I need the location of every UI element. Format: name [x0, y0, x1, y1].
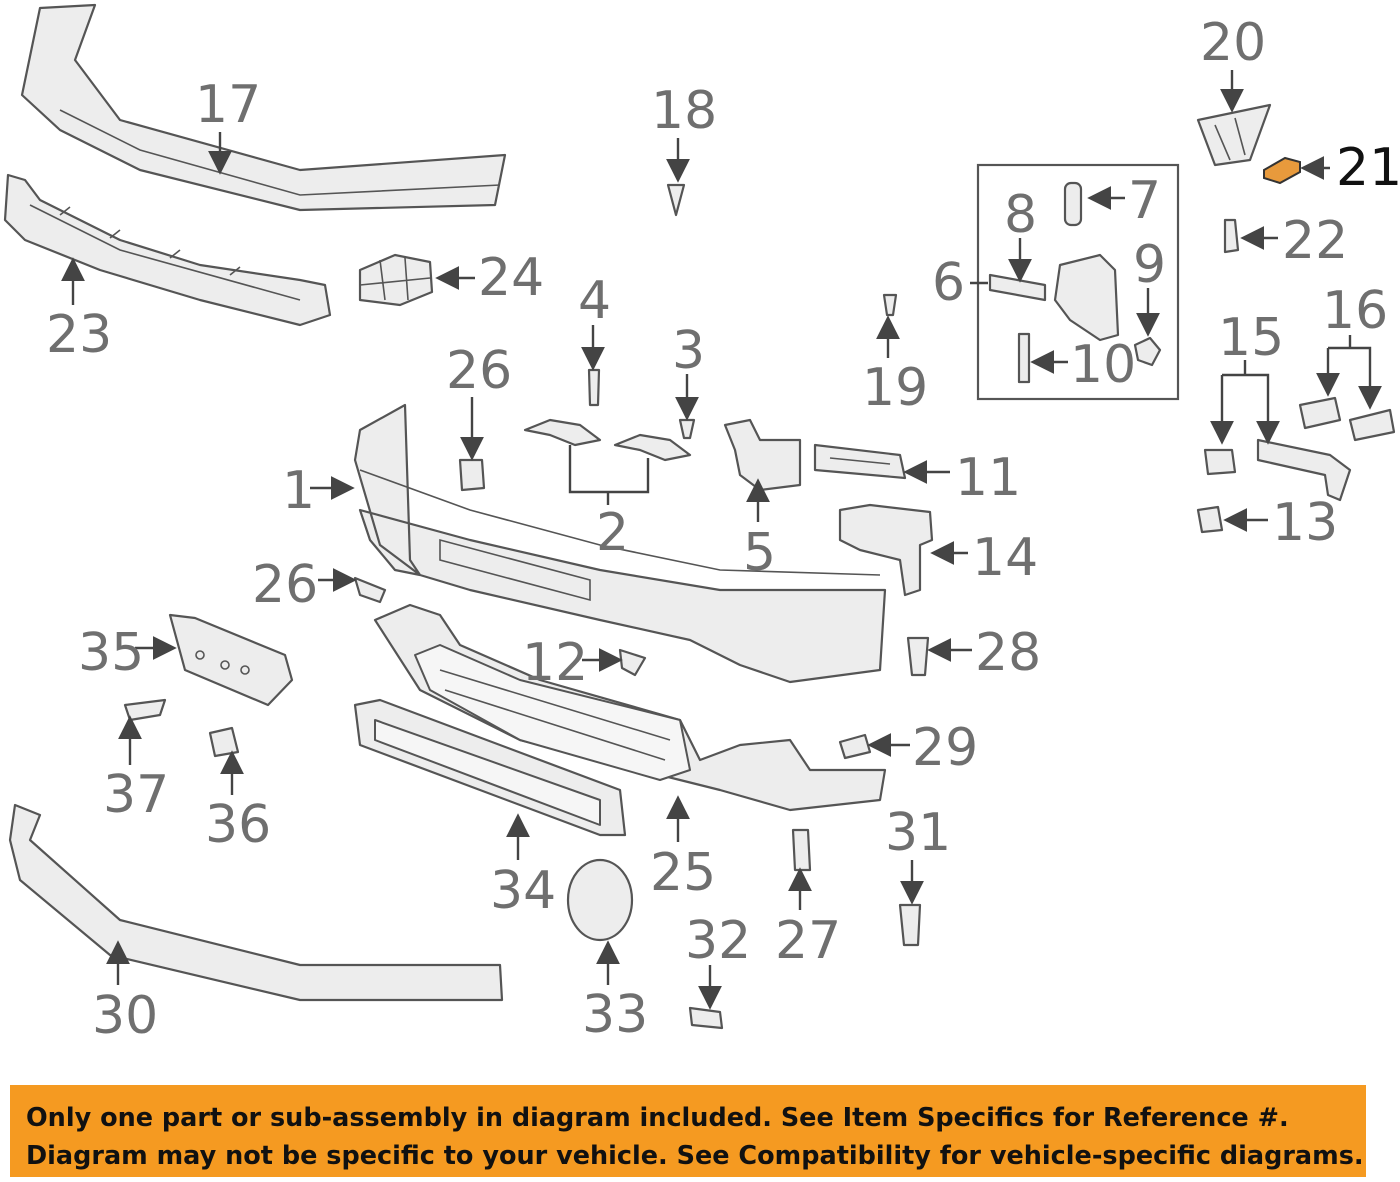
callout-1: 1 [282, 461, 315, 521]
part-14-bracket [838, 503, 934, 597]
callout-26-lower: 26 [252, 555, 318, 615]
part-6-tow-hook-kit [976, 163, 1180, 401]
part-11-bracket [813, 443, 907, 480]
callout-25: 25 [650, 843, 716, 903]
fasteners [123, 183, 1396, 1030]
callout-7: 7 [1128, 171, 1161, 231]
callout-36: 36 [205, 795, 271, 855]
leader-lines [61, 70, 1382, 1010]
callout-3: 3 [672, 321, 705, 381]
part-23-energy-absorber [3, 173, 332, 327]
part-33-cap [566, 858, 634, 942]
callout-5: 5 [743, 523, 776, 583]
callout-15: 15 [1218, 308, 1284, 368]
callout-34: 34 [490, 861, 556, 921]
callout-28: 28 [975, 623, 1041, 683]
callout-29: 29 [912, 718, 978, 778]
part-1-bumper [353, 403, 887, 684]
disclaimer-line-2: Diagram may not be specific to your vehi… [26, 1141, 1364, 1171]
callout-20: 20 [1200, 13, 1266, 73]
part-25-valance [373, 603, 887, 812]
callout-32: 32 [685, 911, 751, 971]
callout-35: 35 [78, 623, 144, 683]
callout-14: 14 [972, 528, 1038, 588]
part-24-bracket [358, 253, 434, 307]
disclaimer-line-1: Only one part or sub-assembly in diagram… [26, 1103, 1289, 1133]
callout-22: 22 [1282, 211, 1348, 271]
callout-21: 21 [1336, 138, 1400, 198]
callout-27: 27 [775, 911, 841, 971]
callout-labels: 1 2 3 4 5 6 7 8 9 10 11 12 13 14 15 16 1… [46, 13, 1400, 1046]
callout-16: 16 [1322, 281, 1388, 341]
callout-26-upper: 26 [446, 341, 512, 401]
callout-19: 19 [862, 358, 928, 418]
callout-2: 2 [596, 503, 629, 563]
callout-33: 33 [582, 985, 648, 1045]
part-35-license-bracket [168, 613, 294, 707]
part-5-bracket [723, 418, 802, 492]
parts-diagram: 1 2 3 4 5 6 7 8 9 10 11 12 13 14 15 16 1… [3, 3, 1400, 1046]
part-34-bezel [353, 698, 627, 837]
part-30-deflector [8, 803, 504, 1002]
callout-11: 11 [955, 448, 1021, 508]
callout-9: 9 [1133, 235, 1166, 295]
callout-37: 37 [103, 765, 169, 825]
disclaimer-banner: Only one part or sub-assembly in diagram… [10, 1085, 1366, 1177]
callout-30: 30 [92, 986, 158, 1046]
callout-6: 6 [932, 253, 965, 313]
callout-17: 17 [195, 75, 261, 135]
callout-18: 18 [651, 81, 717, 141]
callout-10: 10 [1070, 335, 1136, 395]
callout-13: 13 [1272, 493, 1338, 553]
callout-4: 4 [578, 271, 611, 331]
callout-31: 31 [885, 803, 951, 863]
part-17-upper-cover [20, 3, 507, 212]
part-20-bracket [1196, 103, 1272, 167]
callout-12: 12 [522, 633, 588, 693]
callout-23: 23 [46, 305, 112, 365]
callout-8: 8 [1004, 185, 1037, 245]
part-2-brackets [523, 418, 692, 462]
part-21-highlighted [1263, 156, 1301, 185]
callout-24: 24 [478, 248, 544, 308]
